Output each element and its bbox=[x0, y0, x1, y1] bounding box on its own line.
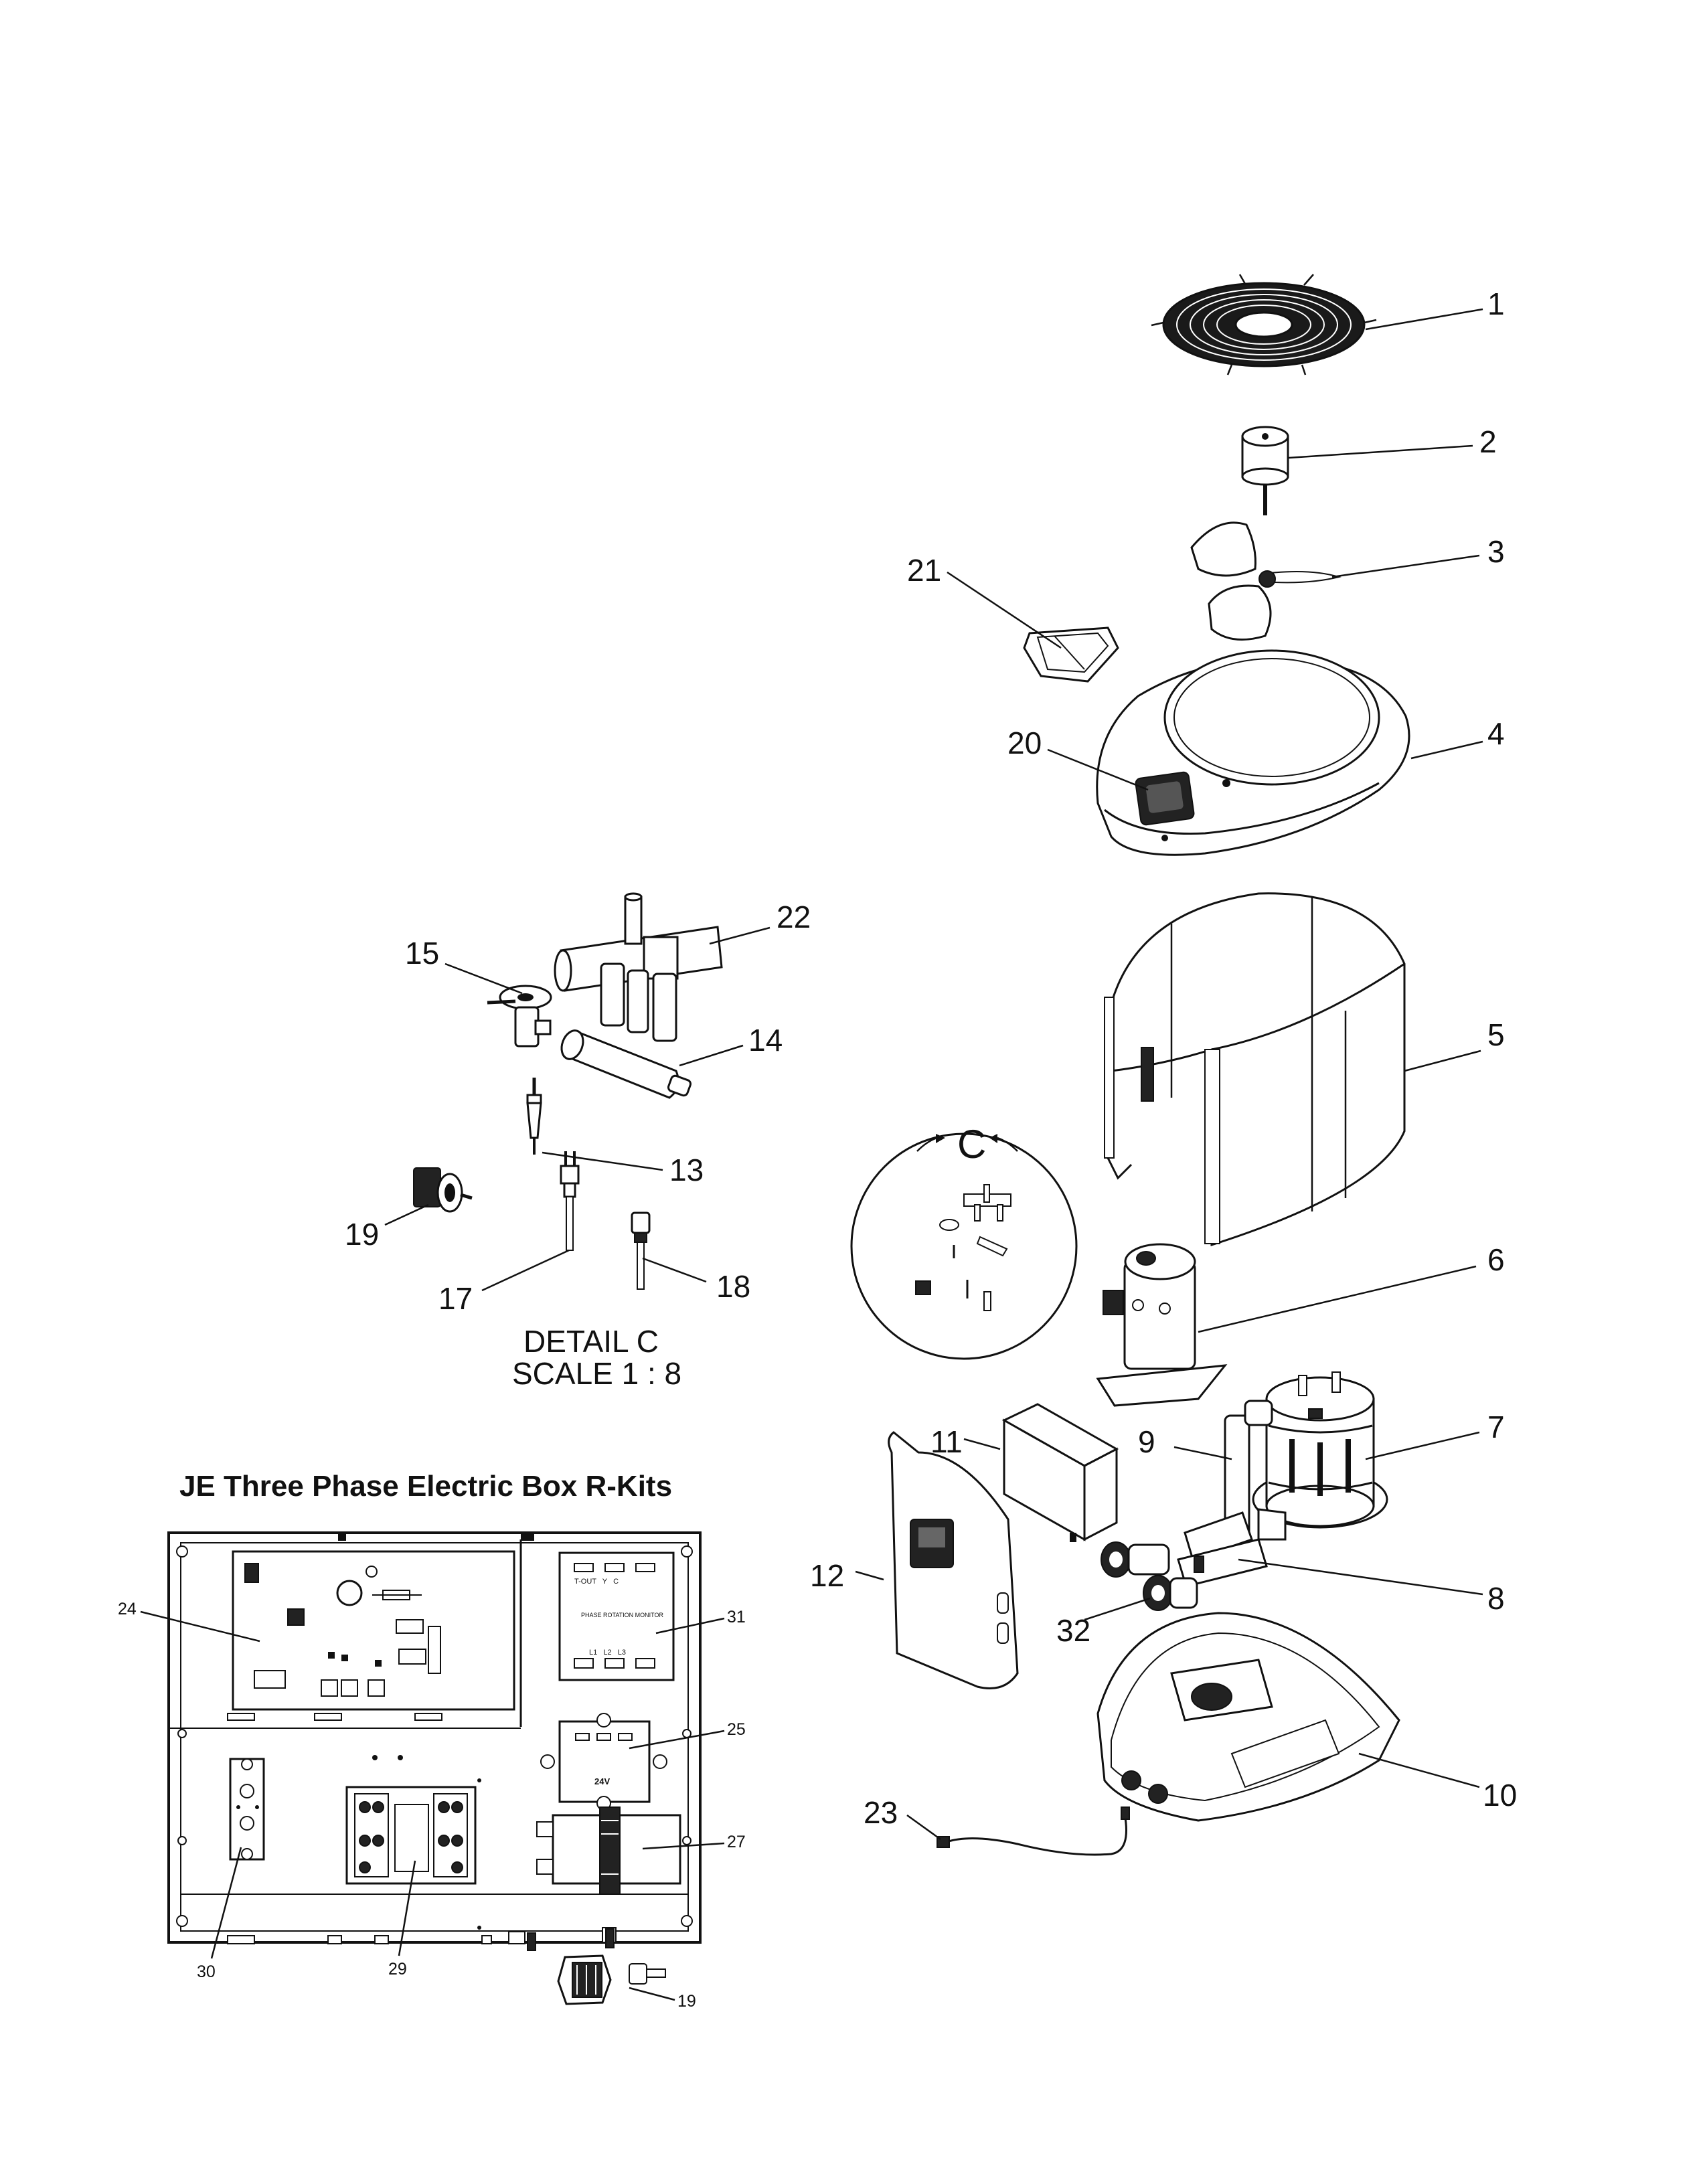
part-6-compressor bbox=[1096, 1243, 1228, 1407]
callout-19-box: 19 bbox=[677, 1992, 696, 2011]
electric-box-title: JE Three Phase Electric Box R-Kits bbox=[179, 1470, 672, 1503]
detail-c-marker: C bbox=[957, 1122, 986, 1167]
callout-8: 8 bbox=[1487, 1581, 1505, 1616]
callout-14: 14 bbox=[748, 1023, 783, 1058]
callout-5: 5 bbox=[1487, 1017, 1505, 1052]
part-10-base-pan bbox=[1096, 1612, 1400, 1822]
callout-9: 9 bbox=[1138, 1424, 1155, 1459]
callout-25: 25 bbox=[727, 1720, 746, 1739]
part-15-expansion-valve bbox=[487, 985, 552, 1047]
transformer-label: 24V bbox=[594, 1776, 610, 1786]
callout-29: 29 bbox=[388, 1960, 407, 1979]
part-27-capacitors bbox=[536, 1807, 681, 1895]
callout-12: 12 bbox=[810, 1558, 844, 1593]
part-21-service-cover bbox=[1023, 626, 1119, 683]
callout-13: 13 bbox=[669, 1153, 704, 1187]
callout-21: 21 bbox=[907, 553, 941, 588]
callout-22: 22 bbox=[777, 900, 811, 934]
callout-3: 3 bbox=[1487, 534, 1505, 569]
callout-2: 2 bbox=[1479, 424, 1497, 459]
part-7-heat-exchanger bbox=[1252, 1371, 1388, 1529]
callout-19: 19 bbox=[345, 1217, 379, 1252]
callout-24: 24 bbox=[118, 1600, 137, 1618]
part-14-filter-drier bbox=[560, 1029, 692, 1099]
part-19-box-water-switch bbox=[527, 1928, 666, 2005]
part-5-side-panels bbox=[1104, 892, 1406, 1247]
part-22-reversing-valve bbox=[554, 892, 723, 1042]
callout-20: 20 bbox=[1007, 726, 1042, 760]
part-19-water-switch bbox=[413, 1167, 473, 1213]
detail-c-circle: C bbox=[850, 1122, 1078, 1360]
part-29-contactor bbox=[345, 1786, 477, 1885]
detail-c-title: DETAIL C bbox=[523, 1324, 659, 1359]
part-12-access-panel bbox=[888, 1431, 1019, 1689]
part-2-fan-motor bbox=[1241, 426, 1289, 515]
callout-18: 18 bbox=[716, 1269, 750, 1304]
part-9-water-pipe bbox=[1184, 1400, 1273, 1561]
leader-lines bbox=[384, 308, 1483, 1841]
callout-31: 31 bbox=[727, 1608, 746, 1626]
callout-23: 23 bbox=[864, 1795, 898, 1830]
part-13-pressure-switch bbox=[526, 1078, 542, 1155]
callout-32: 32 bbox=[1056, 1613, 1090, 1648]
callout-17: 17 bbox=[438, 1281, 473, 1316]
part-30-switch bbox=[229, 1758, 265, 1861]
callout-15: 15 bbox=[405, 936, 439, 971]
callout-11: 11 bbox=[930, 1424, 963, 1459]
part-1-fan-guard bbox=[1151, 274, 1377, 375]
part-11-electric-box bbox=[1001, 1403, 1119, 1542]
monitor-bottom-label: L1 L2 L3 bbox=[589, 1649, 626, 1657]
monitor-name-label: PHASE ROTATION MONITOR bbox=[581, 1612, 664, 1618]
part-32-unions bbox=[1101, 1541, 1198, 1611]
part-17-sensor bbox=[560, 1151, 580, 1251]
part-25-transformer: 24V bbox=[540, 1713, 667, 1811]
monitor-top-label: T-OUT Y C bbox=[574, 1578, 619, 1586]
callout-1: 1 bbox=[1487, 286, 1505, 321]
callout-6: 6 bbox=[1487, 1242, 1505, 1277]
callout-27: 27 bbox=[727, 1833, 746, 1851]
callout-4: 4 bbox=[1487, 716, 1505, 751]
callout-30: 30 bbox=[197, 1962, 216, 1981]
part-23-wire-harness bbox=[937, 1807, 1130, 1856]
box-leader-lines bbox=[140, 1610, 725, 2001]
callout-10: 10 bbox=[1483, 1778, 1517, 1813]
detail-c-scale: SCALE 1 : 8 bbox=[512, 1356, 681, 1391]
part-24-board-mounts bbox=[227, 1713, 442, 1721]
part-3-fan-blade bbox=[1190, 521, 1342, 641]
part-24-control-board bbox=[232, 1550, 515, 1711]
part-18-sensor bbox=[631, 1211, 651, 1290]
part-31-phase-monitor: T-OUT Y C PHASE ROTATION MONITOR L1 L2 L… bbox=[558, 1551, 675, 1681]
callout-7: 7 bbox=[1487, 1410, 1505, 1444]
part-4-top-panel bbox=[1096, 649, 1410, 856]
